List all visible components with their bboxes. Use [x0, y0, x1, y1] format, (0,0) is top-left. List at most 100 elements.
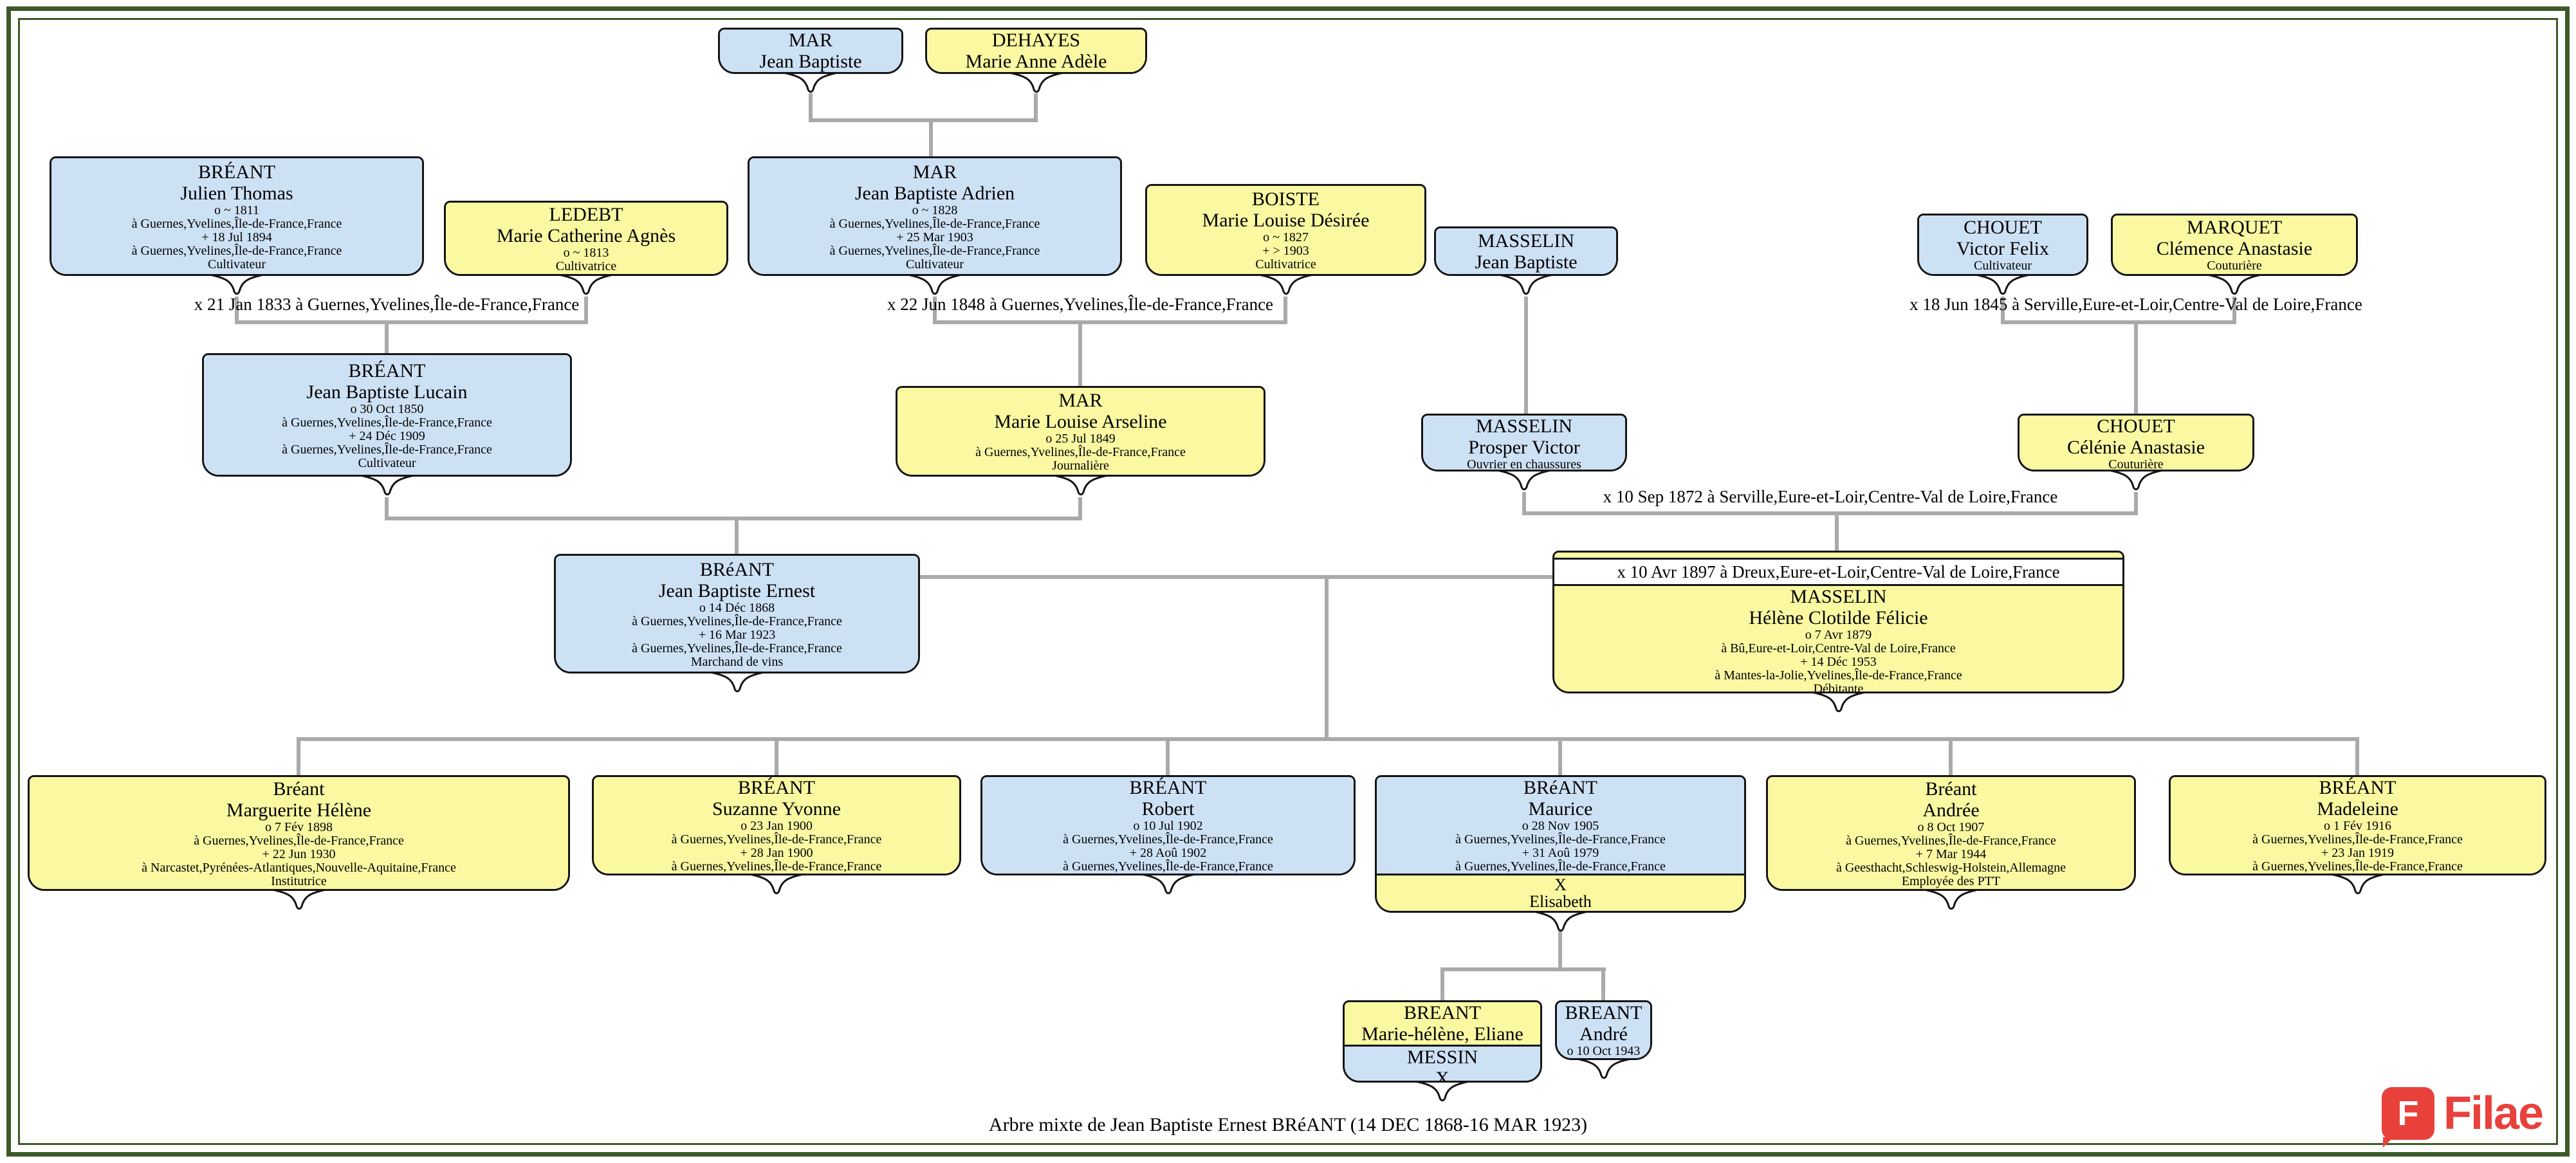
descendant-brace-icon: [2206, 273, 2263, 300]
life-event-line: Débitante: [1813, 682, 1864, 693]
connector-line: [1522, 492, 1526, 513]
surname: BREANT: [1565, 1002, 1642, 1023]
given-names: Hélène Clotilde Félicie: [1749, 607, 1928, 628]
life-event-line: à Guernes,Yvelines,Île-de-France,France: [1063, 832, 1273, 847]
surname: BRÉANT: [198, 161, 275, 183]
union-spouse-name: Elisabeth: [1529, 892, 1592, 911]
surname: BRéANT: [1523, 777, 1597, 798]
descendant-brace-icon: [1496, 469, 1552, 495]
connector-line: [235, 297, 239, 322]
connector-line: [809, 118, 1038, 122]
connector-line: [2134, 320, 2138, 415]
filae-logo-letter: F: [2397, 1094, 2419, 1133]
descendant-brace-icon: [2330, 873, 2386, 899]
life-event-line: Institutrice: [271, 874, 327, 888]
descendant-brace-icon: [208, 273, 265, 300]
life-event-line: o ~ 1828: [912, 203, 958, 217]
connector-line: [1440, 967, 1606, 971]
life-event-line: à Guernes,Yvelines,Île-de-France,France: [131, 216, 342, 231]
life-event-line: Cultivateur: [906, 257, 964, 271]
descendant-brace-icon: [271, 888, 327, 915]
connector-line: [1522, 511, 2138, 515]
life-event-line: + 14 Déc 1953: [1800, 655, 1877, 669]
life-event-line: + 28 Aoû 1902: [1129, 846, 1207, 860]
life-event-line: à Guernes,Yvelines,Île-de-France,France: [2252, 832, 2463, 847]
connector-line: [1949, 737, 1953, 776]
given-names: Jean Baptiste: [759, 51, 862, 72]
marriage-banner: x 10 Avr 1897 à Dreux,Eure-et-Loir,Centr…: [1554, 558, 2122, 586]
connector-line: [2232, 297, 2236, 322]
connector-line: [1835, 511, 1839, 552]
marriage-label: x 21 Jan 1833 à Guernes,Yvelines,Île-de-…: [194, 295, 580, 314]
given-names: Jean Baptiste Lucain: [306, 381, 468, 403]
given-names: André: [1579, 1023, 1628, 1045]
life-event-line: + 23 Jan 1919: [2321, 846, 2394, 860]
descendant-brace-icon: [748, 873, 805, 899]
life-event-line: à Guernes,Yvelines,Île-de-France,France: [975, 445, 1186, 459]
descendant-brace-icon: [782, 71, 839, 98]
connector-line: [385, 517, 1082, 520]
descendant-brace-icon: [709, 671, 766, 697]
life-event-line: à Guernes,Yvelines,Île-de-France,France: [282, 415, 492, 430]
life-event-line: o 23 Jan 1900: [741, 819, 813, 833]
surname: LEDEBT: [549, 203, 623, 225]
surname: MAR: [788, 30, 833, 51]
surname: BRÉANT: [738, 777, 815, 798]
given-names: Marie Louise Arseline: [994, 411, 1167, 432]
life-event-line: o ~ 1827: [1263, 230, 1309, 244]
surname: DEHAYES: [991, 30, 1081, 51]
given-names: Julien Thomas: [180, 182, 293, 204]
life-event-line: + 16 Mar 1923: [698, 627, 776, 642]
life-event-line: à Mantes-la-Jolie,Yvelines,Île-de-France…: [1715, 668, 1962, 682]
connector-line: [1078, 497, 1082, 518]
life-event-line: Ouvrier en chaussures: [1467, 457, 1581, 472]
connector-line: [297, 737, 300, 776]
life-event-line: + 18 Jul 1894: [201, 230, 272, 244]
surname: BRÉANT: [348, 360, 426, 381]
life-event-line: + 7 Mar 1944: [1915, 847, 1987, 861]
surname: BREANT: [1404, 1002, 1481, 1023]
surname: MASSELIN: [1477, 230, 1574, 252]
life-event-line: o 25 Jul 1849: [1045, 432, 1116, 446]
person-box-masselin-helene-clotilde-felicie[interactable]: x 10 Avr 1897 à Dreux,Eure-et-Loir,Centr…: [1552, 551, 2124, 693]
surname: Bréant: [273, 778, 325, 800]
surname: CHOUET: [1964, 217, 2042, 238]
surname: BRÉANT: [1129, 777, 1207, 798]
surname: MAR: [1058, 390, 1103, 411]
life-event-line: Couturière: [2108, 457, 2164, 472]
connector-line: [735, 517, 739, 555]
life-event-line: o ~ 1813: [563, 245, 609, 260]
given-names: Robert: [1141, 798, 1195, 820]
connector-line: [297, 737, 2359, 741]
filae-logo-text: Filae: [2443, 1088, 2544, 1139]
life-event-line: Journalière: [1052, 459, 1109, 473]
